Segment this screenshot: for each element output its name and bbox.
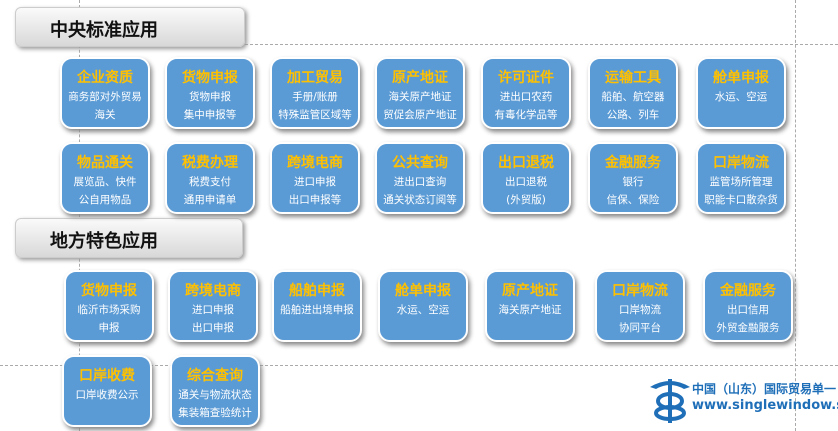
tile-desc: 贸促会原产地证	[383, 109, 457, 121]
guide-line	[79, 0, 80, 431]
tile-desc: 通关状态订阅等	[383, 194, 457, 206]
tile-desc: 船舶、航空器	[601, 91, 665, 103]
tile-desc: 公路、列车	[606, 109, 660, 121]
tile-title: 公共查询	[392, 155, 448, 171]
tile-desc: 公自用物品	[78, 194, 132, 206]
tile-desc: 出口申报	[192, 322, 234, 334]
tile-title: 运输工具	[605, 70, 661, 86]
tile-local-1[interactable]: 跨境电商进口申报出口申报	[168, 270, 258, 342]
tile-desc: 船舶进出境申报	[280, 304, 354, 316]
tile-desc: 货物申报	[189, 91, 231, 103]
tile-title: 企业资质	[77, 70, 133, 86]
tile-title: 跨境电商	[185, 283, 241, 299]
tile-central-3[interactable]: 原产地证海关原产地证贸促会原产地证	[375, 57, 465, 129]
tile-desc: 监管场所管理	[709, 176, 773, 188]
tile-central-1[interactable]: 货物申报货物申报集中申报等	[165, 57, 255, 129]
tile-desc: 商务部对外贸易	[68, 91, 142, 103]
tile-central-5[interactable]: 运输工具船舶、航空器公路、列车	[588, 57, 678, 129]
tile-desc: 口岸物流	[619, 304, 661, 316]
tile-title: 货物申报	[182, 70, 238, 86]
tile-desc: 通关与物流状态	[178, 389, 252, 401]
tile-title: 金融服务	[720, 283, 776, 299]
tile-title: 船舶申报	[289, 283, 345, 299]
tile-local-8[interactable]: 综合查询通关与物流状态集装箱查验统计	[170, 355, 260, 427]
tile-desc: 展览品、快件	[73, 176, 137, 188]
tile-desc: 进口申报	[192, 304, 234, 316]
tile-desc: 通用申请单	[183, 194, 237, 206]
tile-desc: 进出口农药	[499, 91, 553, 103]
guide-line	[245, 44, 838, 45]
logo-icon	[648, 375, 692, 425]
tile-desc: 出口信用	[727, 304, 769, 316]
tile-desc: 口岸收费公示	[75, 389, 139, 401]
tile-title: 口岸物流	[612, 283, 668, 299]
tile-desc: 出口退税	[505, 176, 547, 188]
tile-desc: 银行	[622, 176, 644, 188]
tile-desc: 集中申报等	[183, 109, 237, 121]
footer-org-name: 中国（山东）国际贸易单一	[692, 382, 837, 396]
tile-central-2[interactable]: 加工贸易手册/账册特殊监管区域等	[270, 57, 360, 129]
section-header-central: 中央标准应用	[15, 7, 245, 47]
footer-url[interactable]: www.singlewindow.s	[692, 398, 838, 413]
tile-desc: 手册/账册	[292, 91, 338, 103]
tile-central-11[interactable]: 出口退税出口退税(外贸版)	[481, 142, 571, 214]
tile-desc: 出口申报等	[288, 194, 342, 206]
tile-title: 加工贸易	[287, 70, 343, 86]
tile-central-0[interactable]: 企业资质商务部对外贸易海关	[60, 57, 150, 129]
tile-local-4[interactable]: 原产地证海关原产地证	[485, 270, 575, 342]
guide-line	[0, 365, 838, 366]
tile-title: 物品通关	[77, 155, 133, 171]
tile-title: 跨境电商	[287, 155, 343, 171]
tile-desc: 特殊监管区域等	[278, 109, 352, 121]
section-header-local: 地方特色应用	[15, 218, 243, 258]
tile-central-10[interactable]: 公共查询进出口查询通关状态订阅等	[375, 142, 465, 214]
tile-title: 原产地证	[392, 70, 448, 86]
tile-local-3[interactable]: 舱单申报水运、空运	[378, 270, 468, 342]
tile-local-7[interactable]: 口岸收费口岸收费公示	[62, 355, 152, 427]
tile-desc: 协同平台	[619, 322, 661, 334]
tile-desc: 进口申报	[294, 176, 336, 188]
tile-desc: 集装箱查验统计	[178, 407, 252, 419]
tile-title: 舱单申报	[713, 70, 769, 86]
tile-title: 舱单申报	[395, 283, 451, 299]
tile-desc: 税费支付	[189, 176, 231, 188]
tile-title: 口岸收费	[79, 368, 135, 384]
tile-desc: 海关	[94, 109, 116, 121]
tile-desc: 水运、空运	[714, 91, 768, 103]
tile-central-7[interactable]: 物品通关展览品、快件公自用物品	[60, 142, 150, 214]
tile-local-2[interactable]: 船舶申报船舶进出境申报	[272, 270, 362, 342]
tile-desc: 职能卡口散杂货	[704, 194, 778, 206]
tile-local-6[interactable]: 金融服务出口信用外贸金融服务	[703, 270, 793, 342]
tile-title: 税费办理	[182, 155, 238, 171]
tile-desc: 有毒化学品等	[494, 109, 558, 121]
tile-central-8[interactable]: 税费办理税费支付通用申请单	[165, 142, 255, 214]
tile-title: 金融服务	[605, 155, 661, 171]
tile-desc: 进出口查询	[393, 176, 447, 188]
tile-title: 许可证件	[498, 70, 554, 86]
tile-desc: 申报	[98, 322, 120, 334]
guide-line	[795, 0, 796, 431]
tile-desc: 海关原产地证	[388, 91, 452, 103]
tile-desc: 水运、空运	[396, 304, 450, 316]
tile-local-0[interactable]: 货物申报临沂市场采购申报	[64, 270, 154, 342]
tile-title: 综合查询	[187, 368, 243, 384]
tile-central-4[interactable]: 许可证件进出口农药有毒化学品等	[481, 57, 571, 129]
tile-central-13[interactable]: 口岸物流监管场所管理职能卡口散杂货	[696, 142, 786, 214]
tile-title: 原产地证	[502, 283, 558, 299]
tile-desc: 海关原产地证	[498, 304, 562, 316]
tile-desc: (外贸版)	[506, 194, 546, 206]
section-title: 地方特色应用	[50, 231, 158, 252]
tile-title: 出口退税	[498, 155, 554, 171]
tile-local-5[interactable]: 口岸物流口岸物流协同平台	[595, 270, 685, 342]
section-title: 中央标准应用	[50, 20, 158, 41]
tile-title: 货物申报	[81, 283, 137, 299]
tile-desc: 信保、保险	[606, 194, 660, 206]
tile-central-12[interactable]: 金融服务银行信保、保险	[588, 142, 678, 214]
tile-central-9[interactable]: 跨境电商进口申报出口申报等	[270, 142, 360, 214]
tile-desc: 临沂市场采购	[77, 304, 141, 316]
tile-desc: 外贸金融服务	[716, 322, 780, 334]
tile-central-6[interactable]: 舱单申报水运、空运	[696, 57, 786, 129]
tile-title: 口岸物流	[713, 155, 769, 171]
